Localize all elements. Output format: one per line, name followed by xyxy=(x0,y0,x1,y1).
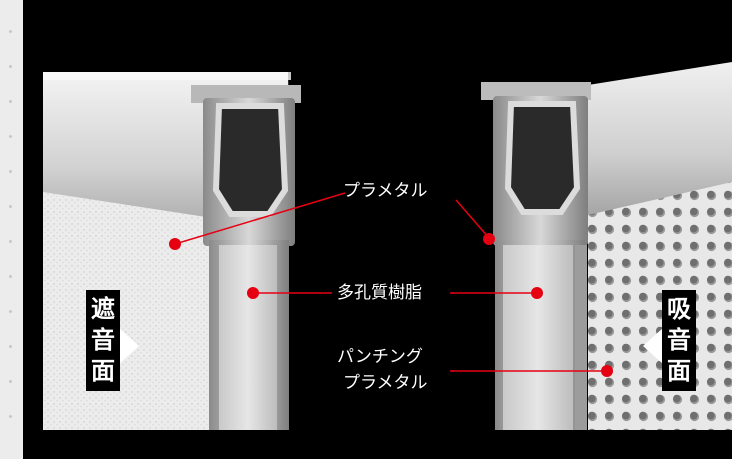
right-porous-core xyxy=(503,245,573,430)
left-porous-core xyxy=(219,245,277,430)
marker-dot xyxy=(531,287,543,299)
strip-dot xyxy=(9,380,12,383)
sound-absorption-face-tag: 吸 音 面 xyxy=(662,290,696,391)
strip-dot xyxy=(9,345,12,348)
strip-dot xyxy=(9,275,12,278)
panel-cross-section-illustration xyxy=(43,62,732,430)
diagram-canvas: プラメタル 多孔質樹脂 パンチング プラメタル 遮 音 面 吸 音 面 xyxy=(23,0,732,459)
tag-char: 面 xyxy=(91,357,115,385)
leader-lines xyxy=(174,192,606,372)
tag-char: 遮 xyxy=(91,295,115,323)
right-panel xyxy=(481,62,732,430)
left-hollow-profile xyxy=(212,103,289,217)
tag-char: 音 xyxy=(91,326,115,354)
left-panel xyxy=(43,72,301,430)
label-porous-resin: 多孔質樹脂 xyxy=(337,283,422,303)
strip-dot xyxy=(9,65,12,68)
right-perforated-face xyxy=(588,175,732,430)
strip-dot xyxy=(9,205,12,208)
strip-dot xyxy=(9,30,12,33)
marker-dot xyxy=(169,238,181,250)
strip-dot xyxy=(9,415,12,418)
sound-insulation-face-tag: 遮 音 面 xyxy=(86,290,120,391)
left-arrow-icon xyxy=(119,328,139,364)
tag-char: 面 xyxy=(667,357,691,385)
strip-dot xyxy=(9,240,12,243)
right-top-cap xyxy=(588,62,732,215)
leader-line-plametal-right xyxy=(455,199,490,239)
label-plametal: プラメタル xyxy=(343,181,428,201)
left-margin-strip xyxy=(0,0,23,459)
label-punching-line1: パンチング xyxy=(337,347,423,367)
marker-dot xyxy=(601,365,613,377)
marker-dot xyxy=(247,287,259,299)
strip-dot xyxy=(9,310,12,313)
tag-char: 音 xyxy=(667,326,691,354)
leader-line-plametal-left xyxy=(174,192,346,245)
label-punching-line2: プラメタル xyxy=(343,373,428,393)
marker-dots xyxy=(169,233,613,377)
strip-dot xyxy=(9,135,12,138)
strip-dot xyxy=(9,100,12,103)
right-arrow-icon xyxy=(643,328,663,364)
marker-dot xyxy=(483,233,495,245)
tag-char: 吸 xyxy=(667,295,691,323)
strip-dot xyxy=(9,170,12,173)
right-hollow-profile xyxy=(504,101,581,215)
